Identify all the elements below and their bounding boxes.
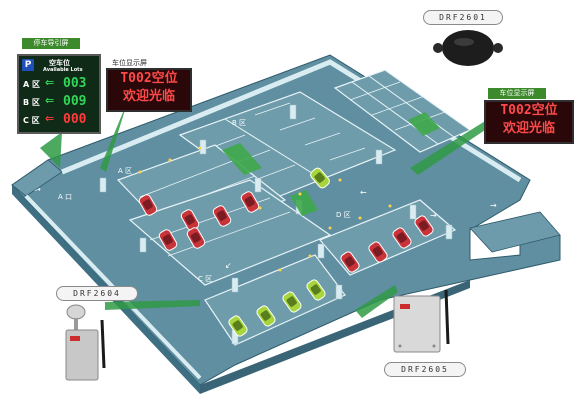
entrance-label: A 口 (58, 193, 73, 201)
guidance-controller-icon (65, 304, 106, 381)
parking-bay-c-left (128, 179, 332, 286)
zone-marker-green-1 (222, 143, 262, 175)
arrow-left-icon: ⇐ (45, 94, 55, 107)
arrow-left-icon: ⇐ (45, 76, 55, 89)
callout-beams (40, 100, 490, 318)
zone-marker-green-2 (290, 190, 318, 216)
pillars (99, 104, 453, 345)
ultrasonic-sensor-icon (433, 30, 503, 66)
exit-corridor (469, 211, 561, 253)
slot-display-left: T002空位 欢迎光临 (106, 68, 192, 112)
lane-sensors (138, 146, 392, 272)
zone-label-d: D 区 (336, 211, 351, 219)
guide-count-c: 000 (63, 112, 87, 127)
guide-screen-badge: 停车导引屏 (22, 38, 80, 49)
guide-zone-b: B 区 (23, 98, 40, 107)
slot-display-right-line2: 欢迎光临 (502, 121, 555, 136)
guide-title-en: Available Lots (43, 67, 83, 73)
floor-direction-arrows: → ↙ ← → → (33, 184, 497, 270)
svg-text:→: → (33, 184, 42, 195)
guide-count-a: 003 (63, 76, 87, 91)
svg-text:→: → (430, 211, 437, 220)
svg-text:→: → (490, 201, 497, 210)
slot-display-right-line1: T002空位 (500, 103, 558, 118)
zone-label-b: B 区 (232, 119, 247, 127)
zone-label-a: A 区 (118, 167, 133, 175)
zone-marker-green-3 (408, 112, 440, 136)
guide-screen: P 空车位 Available Lots A 区 ⇐ 003 B 区 ⇐ 009… (17, 54, 101, 134)
slot-display-left-caption: 车位显示屏 (112, 59, 147, 67)
device-label-drf2601: DRF2601 (423, 10, 503, 25)
guide-zone-c: C 区 (23, 116, 40, 125)
parking-bay-top-right (333, 69, 472, 153)
slot-display-right-badge: 车位显示屏 (488, 88, 546, 99)
node-controller-icon (393, 289, 450, 353)
guide-title-cn: 空车位 (49, 59, 70, 67)
guide-count-b: 009 (63, 94, 87, 109)
slot-display-left-line2: 欢迎光临 (122, 89, 175, 104)
arrow-left-icon: ⇐ (45, 112, 55, 125)
slot-display-left-line1: T002空位 (120, 71, 178, 86)
svg-text:←: ← (360, 188, 367, 197)
parking-icon: P (22, 59, 34, 71)
svg-text:↙: ↙ (225, 261, 232, 270)
device-label-drf2605: DRF2605 (384, 362, 466, 377)
zone-label-c: C 区 (198, 275, 213, 283)
device-label-drf2604: DRF2604 (56, 286, 138, 301)
slot-display-right: T002空位 欢迎光临 (484, 100, 574, 144)
guide-zone-a: A 区 (23, 80, 40, 89)
